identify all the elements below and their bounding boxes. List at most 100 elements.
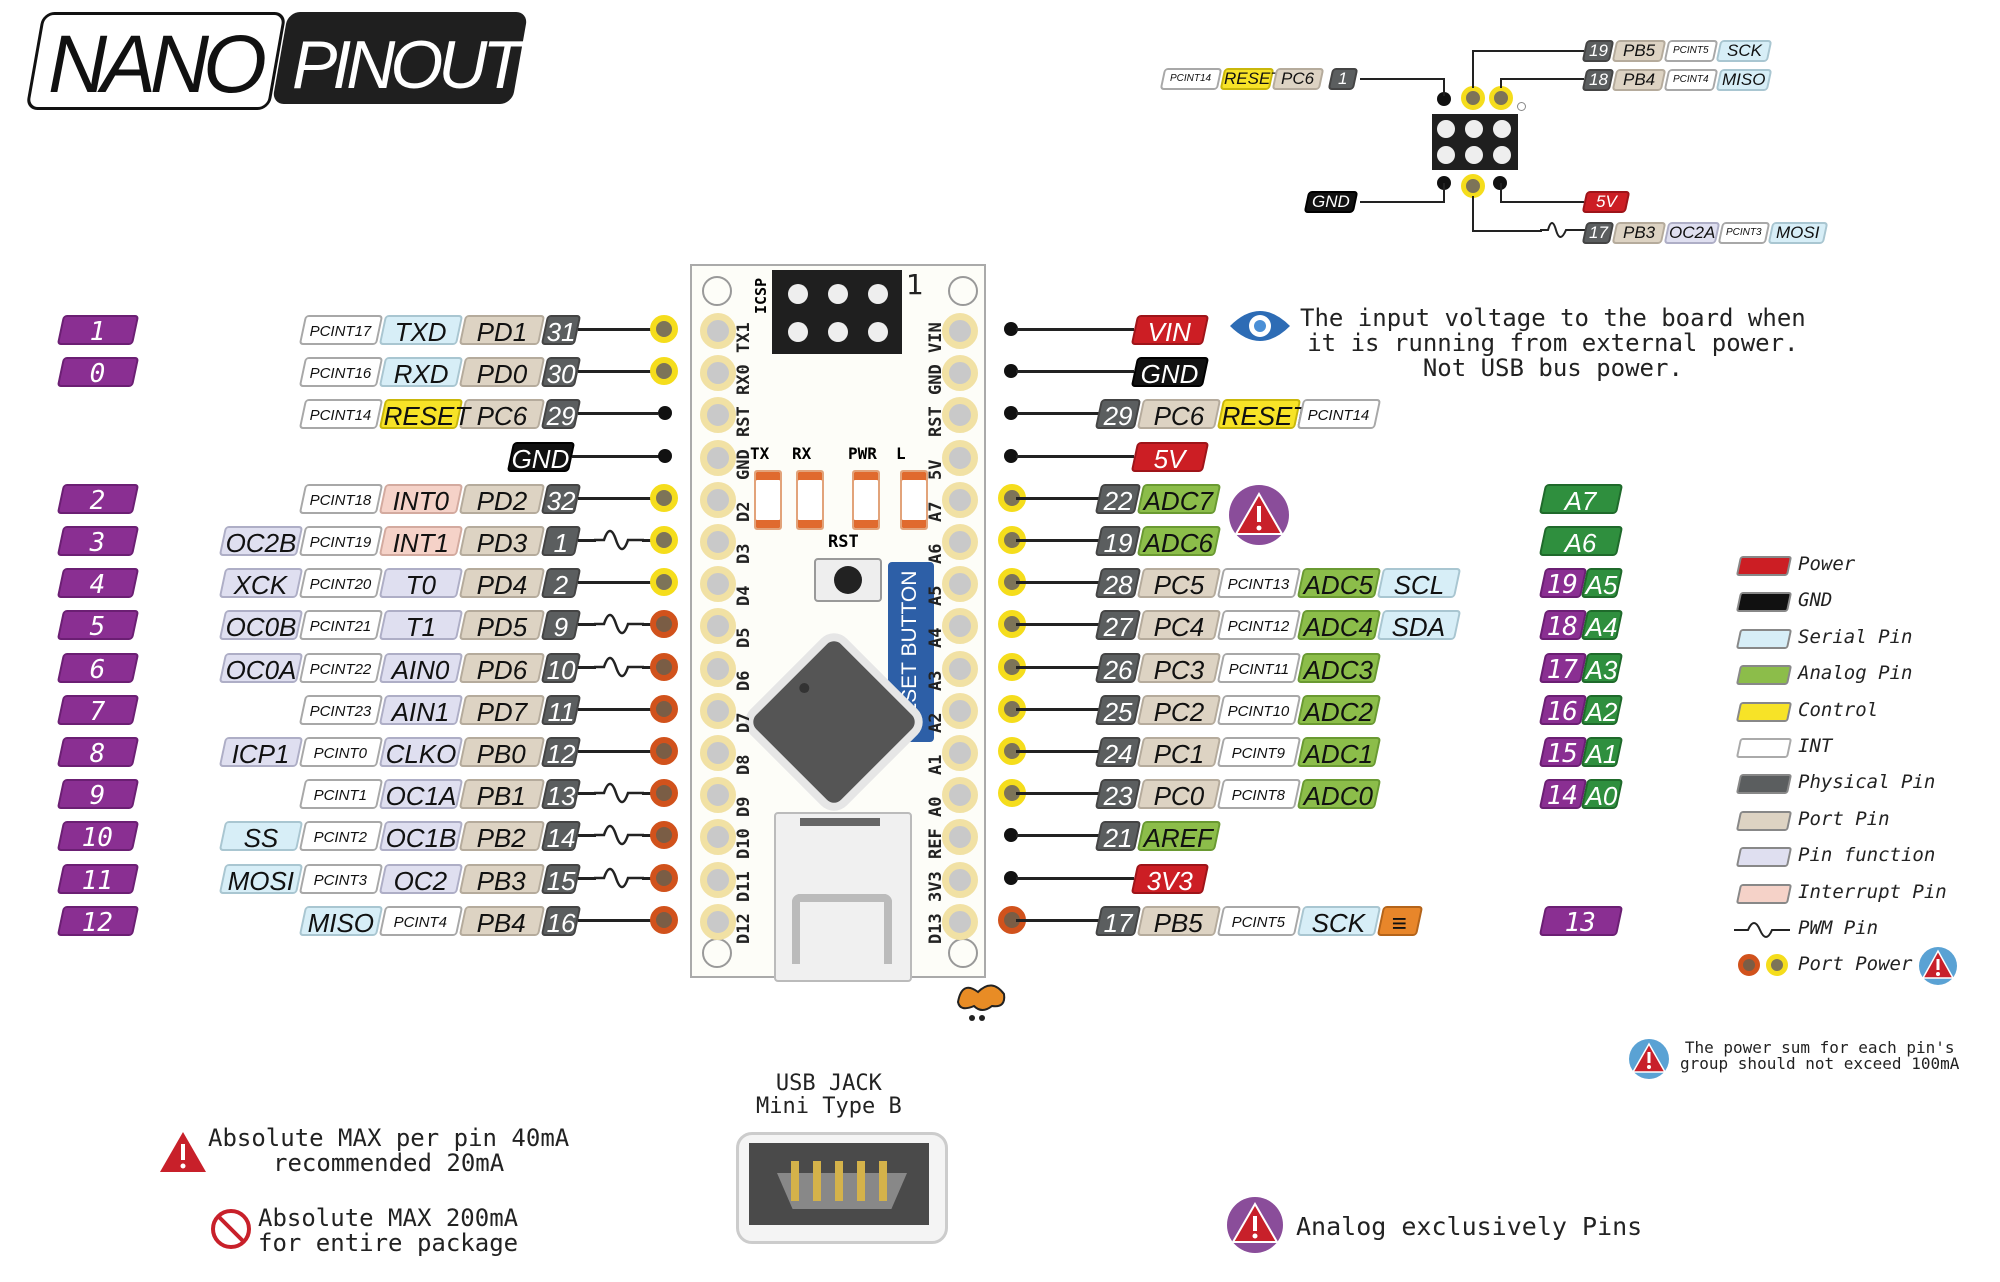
physical-pin-tag: 26 (1094, 652, 1142, 685)
led-indicator-icon-text: ≡ (1391, 907, 1408, 938)
arduino-digital-number: 14 (1538, 779, 1588, 811)
pin-function-tag-text: RESET (383, 401, 471, 432)
board-pin-label: 5V (926, 459, 946, 480)
physical-pin-tag: 22 (1094, 483, 1142, 516)
pcint-tag-text: PCINT4 (393, 913, 448, 931)
pcint-tag-text: PCINT14 (309, 407, 372, 425)
pcint-tag: PCINT18 (298, 483, 384, 514)
pin-function-tag: TXD (378, 315, 464, 347)
legend-label: Analog Pin (1798, 662, 1913, 685)
analog-tag-text: ADC3 (1303, 654, 1374, 685)
arduino-digital-number-text: 16 (1546, 696, 1579, 727)
port-pin-tag-text: PD6 (476, 654, 527, 685)
pcint-tag-text: PCINT20 (309, 576, 372, 594)
pcint-tag: PCINT16 (298, 357, 384, 388)
pcint-tag: PCINT1 (298, 779, 384, 810)
physical-pin-tag: 14 (540, 821, 582, 853)
pcint-tag-text: PCINT18 (309, 491, 372, 509)
pin-function-tag: OC2A (1663, 222, 1721, 244)
pin-wire (1016, 876, 1134, 880)
pcint-tag: PCINT3 (1717, 222, 1771, 244)
arduino-analog-number: A5 (1580, 568, 1624, 600)
serial-tag-text: SCK (1726, 41, 1762, 60)
pcint-tag: PCINT20 (298, 568, 384, 599)
port-pin-tag-text: PD4 (476, 570, 527, 601)
pcint-tag-text: PCINT3 (313, 871, 368, 889)
arduino-analog-number-text: A4 (1585, 612, 1618, 643)
pin-wire (578, 328, 658, 331)
pin-wire (642, 792, 652, 796)
reset-button[interactable] (814, 558, 882, 602)
icsp-hole (868, 322, 888, 342)
port-pin-tag: PB3 (458, 863, 546, 896)
arduino-pin-number-text: 6 (89, 654, 106, 685)
port-pin-tag-text: PC2 (1153, 696, 1204, 727)
pin-wire (1016, 834, 1100, 838)
port-pin-tag: PC1 (1136, 737, 1222, 769)
pin-function-tag-text: CLKO (385, 739, 456, 769)
pcint-tag-text: PCINT3 (1726, 227, 1762, 238)
alt-function-tag-text: OC0B (225, 612, 296, 643)
arduino-pin-number-text: 10 (81, 823, 114, 854)
title-pinout-text: PINOUT (292, 27, 524, 103)
physical-pin-tag-text: 26 (1103, 654, 1133, 685)
legend-label: Power (1798, 553, 1856, 575)
pwm-wave-icon (1540, 222, 1586, 238)
legend-swatch (1735, 665, 1793, 686)
port-pin-tag: PD0 (458, 357, 546, 390)
board-pin-label: RX0 (734, 364, 754, 396)
physical-pin-tag: 12 (540, 737, 582, 769)
pin-wire (1016, 496, 1100, 500)
icsp-pin-pad (1489, 86, 1513, 110)
orange-port-pad (650, 905, 678, 934)
arduino-analog-number: A4 (1580, 610, 1624, 643)
legend-label: GND (1798, 589, 1833, 612)
physical-pin-tag-text: 19 (1103, 528, 1133, 558)
max-per-pin-note: Absolute MAX per pin 40mA recommended 20… (208, 1124, 570, 1177)
board-pin-label: TX1 (734, 322, 754, 353)
physical-pin-tag-text: 28 (1103, 570, 1133, 601)
pin-function-tag: RXD (378, 357, 464, 389)
pcint-tag: PCINT14 (298, 399, 384, 430)
icsp-hole (868, 284, 888, 304)
pin-wire (1016, 454, 1134, 458)
analog-tag: ADC7 (1136, 483, 1222, 516)
board-pin-pad (700, 819, 736, 856)
pcint-tag-text: PCINT8 (1231, 787, 1286, 805)
arduino-analog-number: A6 (1538, 526, 1624, 558)
board-pin-pad (942, 819, 978, 856)
pcint-tag-text: PCINT13 (1227, 576, 1290, 594)
usb-jack-icon (736, 1132, 948, 1244)
pcint-tag-text: PCINT5 (1231, 913, 1286, 931)
power-tag-text: 3V3 (1146, 865, 1193, 896)
pcint-tag: PCINT4 (378, 905, 464, 936)
port-pin-tag-text: PC4 (1153, 612, 1204, 643)
physical-pin-tag-text: 15 (546, 865, 576, 896)
arduino-digital-number-text: 18 (1546, 612, 1579, 643)
port-power-warning-icon (1919, 947, 1957, 986)
arduino-pin-number-text: 0 (89, 359, 106, 390)
port-pin-tag-text: PC6 (1153, 401, 1204, 432)
legend-label: Interrupt Pin (1798, 880, 1947, 903)
port-pin-tag-text: PB3 (476, 865, 527, 896)
port-pin-tag-text: PD5 (476, 612, 527, 643)
pin-function-tag: AIN1 (378, 694, 464, 727)
pin-wire (578, 370, 658, 374)
port-pin-tag-text: PD0 (476, 359, 527, 390)
pin-function-tag: T0 (378, 568, 464, 600)
port-pin-tag-text: PD3 (476, 528, 527, 558)
arduino-pin-number-text: 4 (89, 570, 106, 601)
analog-tag: ADC3 (1296, 652, 1382, 685)
serial-tag-text: MISO (307, 907, 374, 938)
legend-label: Physical Pin (1798, 771, 1936, 794)
pin-wire (578, 412, 658, 416)
port-pin-tag-text: PB3 (1622, 223, 1656, 242)
icsp-wire (1500, 183, 1502, 203)
alt-function-tag-text: OC2B (225, 528, 296, 558)
yellow-port-pad (650, 315, 678, 343)
max-per-pin-warning-icon (160, 1132, 206, 1172)
eye-icon (1230, 311, 1290, 341)
arduino-pin-number: 4 (56, 568, 140, 601)
alt-function-tag: XCK (218, 568, 304, 600)
